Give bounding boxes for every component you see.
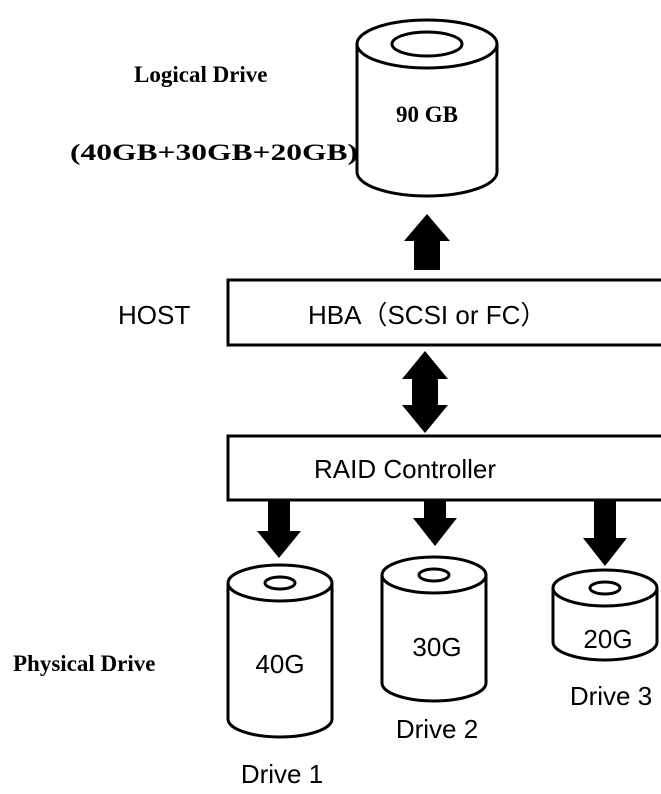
hba-box bbox=[226, 278, 661, 347]
drive-1-cylinder-body bbox=[226, 583, 334, 739]
drive-2: 30G Drive 2 bbox=[380, 555, 488, 744]
drive-3-cylinder-hole bbox=[588, 580, 622, 596]
logical-drive-cylinder-body bbox=[355, 44, 499, 198]
raid-controller-box bbox=[226, 434, 661, 502]
logical-drive: 90 GB bbox=[355, 18, 499, 198]
drive-1-capacity: 40G bbox=[255, 649, 304, 679]
host-label: HOST bbox=[118, 300, 190, 330]
hba-label: HBA（SCSI or FC） bbox=[308, 300, 546, 330]
drive-2-cylinder-hole bbox=[417, 567, 451, 583]
arrow-down-drive-1 bbox=[257, 501, 301, 558]
drive-2-name: Drive 2 bbox=[396, 714, 478, 744]
drive-2-capacity: 30G bbox=[412, 632, 461, 662]
logical-drive-cylinder-hole bbox=[390, 30, 464, 58]
drive-3-capacity: 20G bbox=[583, 624, 632, 654]
raid-controller-label: RAID Controller bbox=[314, 454, 496, 484]
drive-1-cylinder-hole bbox=[263, 575, 297, 591]
drive-3-cylinder-body bbox=[551, 588, 659, 662]
drive-3: 20G Drive 3 bbox=[551, 568, 659, 711]
drive-1: 40G Drive 1 bbox=[226, 563, 334, 789]
physical-drive-title: Physical Drive bbox=[13, 651, 155, 676]
arrow-down-drive-2 bbox=[413, 501, 457, 546]
logical-drive-title: Logical Drive bbox=[134, 62, 268, 87]
drive-1-name: Drive 1 bbox=[241, 759, 323, 789]
arrow-up-to-logical-drive bbox=[404, 214, 450, 270]
arrow-hba-raid bbox=[402, 351, 448, 433]
drive-3-name: Drive 3 bbox=[570, 681, 652, 711]
arrow-down-drive-3 bbox=[583, 501, 627, 566]
drive-2-cylinder-body bbox=[380, 575, 488, 703]
logical-drive-capacity: 90 GB bbox=[396, 102, 458, 127]
logical-drive-composition: (40GB+30GB+20GB) bbox=[70, 140, 358, 165]
